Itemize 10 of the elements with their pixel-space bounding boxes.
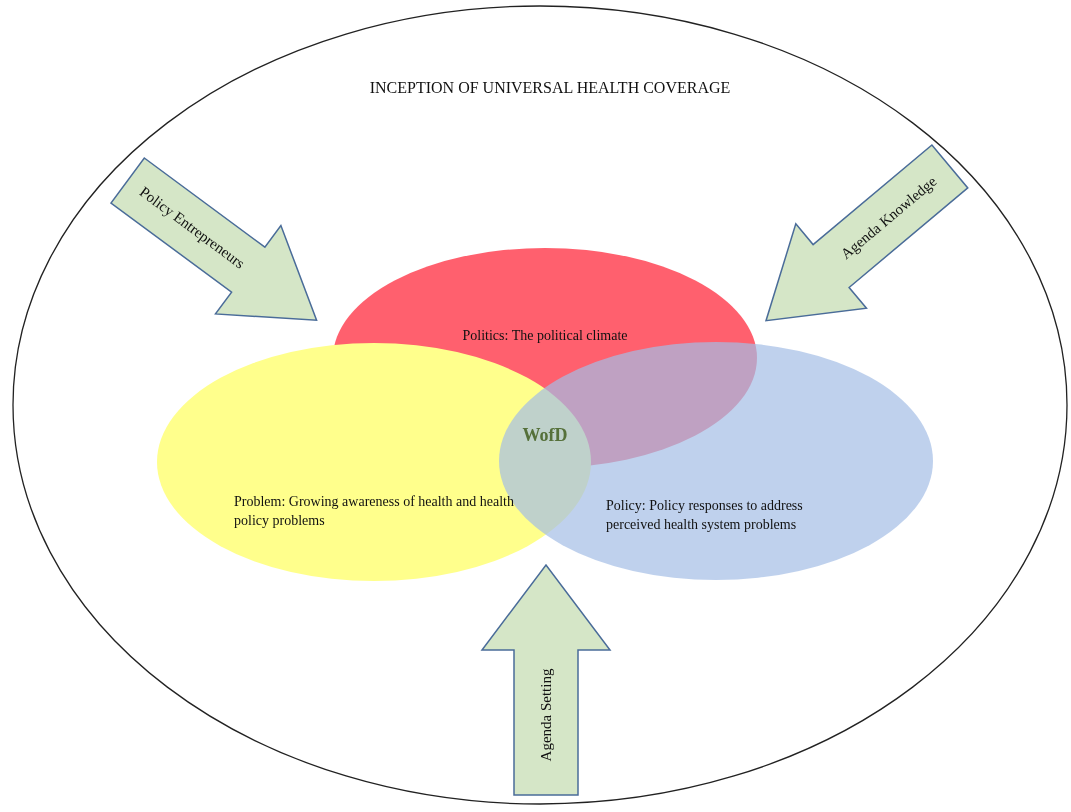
arrow-label: Agenda Setting	[536, 668, 555, 762]
circle-label: Problem: Growing awareness of health and health policy problems	[234, 493, 515, 530]
circle-label: Politics: The political climate	[461, 327, 629, 345]
block-arrow	[766, 145, 968, 322]
block-arrow	[110, 157, 317, 320]
overlap-label: WofD	[521, 426, 569, 445]
outer-ellipse	[12, 5, 1068, 805]
heading-text: INCEPTION OF UNIVERSAL HEALTH COVERAGE	[368, 78, 732, 97]
block-arrow	[482, 565, 610, 795]
circle-label: Policy: Policy responses to address perceived health system problems	[606, 497, 804, 534]
